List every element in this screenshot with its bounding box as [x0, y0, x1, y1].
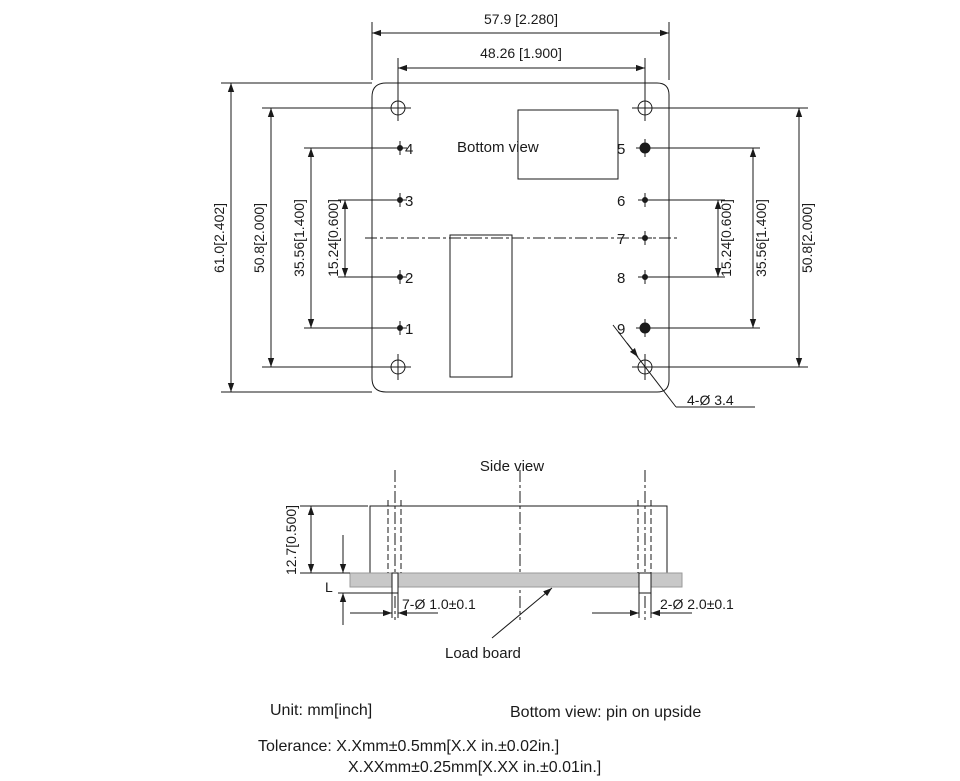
- label-small-pins: 7-Ø 1.0±0.1: [402, 596, 476, 612]
- side-body: [369, 505, 668, 574]
- dim-pin-span-outer-right: [650, 147, 760, 329]
- label-hole-height-right: 50.8[2.000]: [799, 203, 815, 273]
- label-overall-width: 57.9 [2.280]: [484, 11, 558, 27]
- tolerance-note-1: Tolerance: X.Xmm±0.5mm[X.X in.±0.02in.]: [258, 738, 560, 755]
- dim-pin-span-inner-left: [338, 199, 397, 278]
- bottom-view-outline: [371, 82, 670, 393]
- pin-label-9: 9: [617, 321, 625, 338]
- load-board: [349, 572, 683, 588]
- pin-label-7: 7: [617, 231, 625, 248]
- dim-pin-span-outer-left: [304, 147, 397, 329]
- tolerance-note-2: X.XXmm±0.25mm[X.XX in.±0.01in.]: [348, 759, 602, 776]
- pin-label-5: 5: [617, 141, 625, 158]
- load-board-leader: [491, 587, 553, 639]
- dim-overall-height: [221, 82, 372, 393]
- label-pin-span-inner-left: 15.24[0.600]: [325, 199, 341, 277]
- label-hole-width: 48.26 [1.900]: [480, 45, 562, 61]
- dim-pin-length: [338, 535, 392, 625]
- label-pin-span-outer-left: 35.56[1.400]: [291, 199, 307, 277]
- pin-label-8: 8: [617, 270, 625, 287]
- pin-label-6: 6: [617, 193, 625, 210]
- dim-hole-width: [397, 58, 646, 98]
- label-pin-length: L: [325, 579, 333, 595]
- side-pin-right: [637, 500, 652, 573]
- label-load-board: Load board: [445, 645, 521, 662]
- component-outline: [449, 234, 513, 378]
- label-side-height: 12.7[0.500]: [283, 505, 299, 575]
- dim-pin-span-inner-right: [648, 199, 725, 278]
- unit-note: Unit: mm[inch]: [270, 702, 373, 719]
- pin-label-1: 1: [405, 321, 413, 338]
- label-window: [517, 109, 619, 180]
- side-view-title: Side view: [480, 458, 544, 475]
- dim-hole-height-right: [653, 107, 808, 368]
- label-pin-span-inner-right: 15.24[0.600]: [718, 199, 734, 277]
- pin-label-3: 3: [405, 193, 413, 210]
- label-overall-height: 61.0[2.402]: [211, 203, 227, 273]
- label-mount-holes: 4-Ø 3.4: [687, 392, 734, 408]
- pin-7: [638, 231, 652, 245]
- label-pin-span-outer-right: 35.56[1.400]: [753, 199, 769, 277]
- orientation-note: Bottom view: pin on upside: [510, 704, 702, 721]
- pin-label-4: 4: [405, 141, 413, 158]
- pin-4: [393, 141, 407, 155]
- dim-side-height: [300, 505, 368, 574]
- pin-2: [393, 270, 407, 284]
- side-pin-left: [387, 500, 402, 573]
- hole-leader: [612, 324, 755, 408]
- bottom-view-title: Bottom view: [457, 139, 539, 156]
- dim-overall-width: [371, 22, 670, 80]
- dim-large-pin: [592, 593, 692, 618]
- label-hole-height-left: 50.8[2.000]: [251, 203, 267, 273]
- pin-label-2: 2: [405, 270, 413, 287]
- dim-small-pin: [350, 593, 438, 618]
- label-large-pins: 2-Ø 2.0±0.1: [660, 596, 734, 612]
- dim-hole-height-left: [262, 107, 390, 368]
